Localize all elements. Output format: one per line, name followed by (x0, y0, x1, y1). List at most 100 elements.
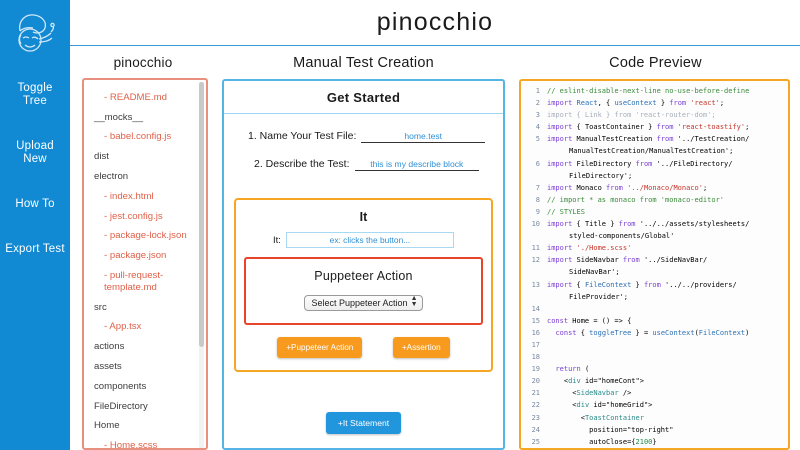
code-line[interactable]: import { FileContext } from '../../provi… (547, 280, 737, 301)
scrollbar-thumb[interactable] (199, 82, 204, 347)
code-line[interactable]: import SideNavbar from '../SideNavBar/Si… (547, 256, 708, 277)
code-line[interactable]: import { Title } from '../../assets/styl… (547, 220, 750, 241)
tree-folder-item[interactable]: components (94, 380, 147, 392)
tree-folder-item[interactable]: src (94, 301, 107, 313)
code-line-number (521, 230, 540, 242)
code-line-number: 9 (535, 207, 540, 216)
tree-folder-item[interactable]: electron (94, 171, 129, 183)
tree-file-item[interactable]: - babel.config.js (104, 131, 172, 143)
code-line[interactable]: const { toggleTree } = useContext(FileCo… (555, 328, 750, 337)
code-line[interactable]: autoClose={2100} (547, 437, 657, 446)
code-line[interactable]: position="top-right" (547, 425, 674, 434)
tree-file-item[interactable]: - package.json (104, 250, 167, 262)
code-line[interactable]: // STYLES (547, 207, 585, 216)
code-line[interactable]: import './Home.scss' (547, 244, 632, 253)
code-line-number: 17 (531, 340, 540, 349)
app-title: pinocchio (376, 8, 494, 36)
puppeteer-action-select[interactable]: Select Puppeteer Action (304, 295, 423, 311)
code-line-number: 6 (535, 159, 540, 168)
code-line[interactable]: import Monaco from '../Monaco/Monaco'; (547, 183, 708, 192)
code-line-number: 1 (535, 87, 540, 95)
code-line-number: 4 (535, 123, 540, 132)
code-line-number: 15 (531, 316, 540, 325)
sidebar-item-export-test[interactable]: Export Test (5, 243, 65, 255)
manual-test-column: Manual Test Creation Get Started 1. Name… (216, 46, 511, 450)
top-bar: pinocchio (70, 0, 800, 46)
describe-label: 2. Describe the Test: (254, 158, 350, 170)
file-tree-column: pinocchio - README.md__mocks__- babel.co… (70, 46, 216, 450)
puppeteer-select-shell: Select Puppeteer Action ▲▼ (304, 293, 423, 311)
code-line[interactable]: import FileDirectory from '../FileDirect… (547, 159, 733, 180)
code-line[interactable] (547, 351, 788, 363)
code-line[interactable] (547, 339, 788, 351)
tree-file-item[interactable]: - pull-request-template.md (104, 269, 164, 293)
tree-file-item[interactable]: - package-lock.json (104, 230, 187, 242)
code-line-number (521, 291, 540, 303)
sidebar-item-how-to[interactable]: How To (15, 198, 55, 210)
manual-test-title: Manual Test Creation (293, 55, 434, 71)
tree-file-item[interactable]: - jest.config.js (104, 210, 163, 222)
tree-folder-item[interactable]: Home (94, 420, 120, 432)
code-line-number: 14 (531, 304, 540, 313)
code-line[interactable]: <SideNavbar /> (547, 389, 632, 398)
action-buttons-row: +Puppeteer Action +Assertion (244, 325, 483, 358)
puppeteer-select-wrap: Select Puppeteer Action ▲▼ (252, 293, 475, 311)
code-line-number (521, 266, 540, 278)
tree-folder-item[interactable]: assets (94, 361, 122, 373)
code-line-number: 25 (531, 437, 540, 446)
file-tree-scrollbar[interactable] (199, 82, 204, 448)
pinocchio-logo-icon (5, 8, 65, 60)
code-line-number (521, 170, 540, 182)
tree-folder-item[interactable]: __mocks__ (94, 111, 144, 123)
it-block-title: It (359, 210, 368, 224)
code-preview-title: Code Preview (609, 55, 702, 71)
puppeteer-action-block: Puppeteer Action Select Puppeteer Action… (244, 257, 483, 325)
code-line[interactable]: <ToastContainer (547, 413, 644, 422)
tree-folder-item[interactable]: dist (94, 151, 109, 163)
tree-file-item[interactable]: - README.md (104, 91, 167, 103)
tree-file-item[interactable]: - index.html (104, 190, 154, 202)
code-line-number: 21 (531, 389, 540, 398)
puppeteer-action-title: Puppeteer Action (314, 269, 413, 283)
sidebar-item-upload-new[interactable]: Upload New (16, 140, 54, 165)
code-content[interactable]: // eslint-disable-next-line no-use-befor… (543, 81, 788, 448)
code-line-number: 22 (531, 401, 540, 410)
tree-folder-item[interactable]: actions (94, 341, 125, 353)
code-line-number: 20 (531, 377, 540, 386)
add-it-statement-button[interactable]: +It Statement (325, 412, 402, 434)
code-line-number (521, 145, 540, 157)
sidebar-item-toggle-tree[interactable]: Toggle Tree (17, 82, 53, 107)
it-label: It: (273, 234, 281, 246)
add-puppeteer-action-button[interactable]: +Puppeteer Action (277, 337, 363, 358)
it-block: It It: Puppeteer Action Select Puppeteer… (234, 198, 493, 372)
code-line[interactable]: // import * as monaco from 'monaco-edito… (547, 195, 725, 204)
code-line-number: 8 (535, 195, 540, 204)
main-area: pinocchio pinocchio - README.md__mocks__… (70, 0, 800, 450)
tree-file-item[interactable]: - Home.scss (104, 440, 158, 448)
tree-folder-item[interactable]: FileDirectory (94, 400, 148, 412)
file-tree-list: - README.md __mocks__ - babel.config.js dis… (84, 80, 206, 448)
describe-row: 2. Describe the Test: (238, 158, 489, 171)
code-line[interactable]: import { ToastContainer } from 'react-to… (547, 123, 750, 132)
it-input[interactable] (285, 232, 454, 248)
columns: pinocchio - README.md__mocks__- babel.co… (70, 46, 800, 450)
code-line-number: 10 (531, 220, 540, 229)
code-line[interactable]: return ( (555, 365, 590, 374)
code-line[interactable]: import ManualTestCreation from '../TestC… (547, 135, 750, 156)
describe-input[interactable] (354, 159, 479, 171)
add-assertion-button[interactable]: +Assertion (392, 337, 450, 358)
code-line-number: 23 (531, 413, 540, 422)
code-line[interactable]: <div id="homeCont"> (547, 377, 644, 386)
code-line-number: 24 (531, 425, 540, 434)
code-line[interactable]: import React, { useContext } from 'react… (547, 99, 725, 108)
code-line[interactable]: const Home = () => { (547, 316, 632, 325)
code-line[interactable]: // eslint-disable-next-line no-use-befor… (547, 87, 750, 95)
test-file-input[interactable] (361, 131, 485, 143)
code-line[interactable] (547, 303, 788, 315)
tree-file-item[interactable]: - App.tsx (104, 321, 142, 333)
code-line[interactable]: import { Link } from 'react-router-dom'; (547, 111, 716, 120)
code-line[interactable]: <div id="homeGrid"> (547, 401, 653, 410)
